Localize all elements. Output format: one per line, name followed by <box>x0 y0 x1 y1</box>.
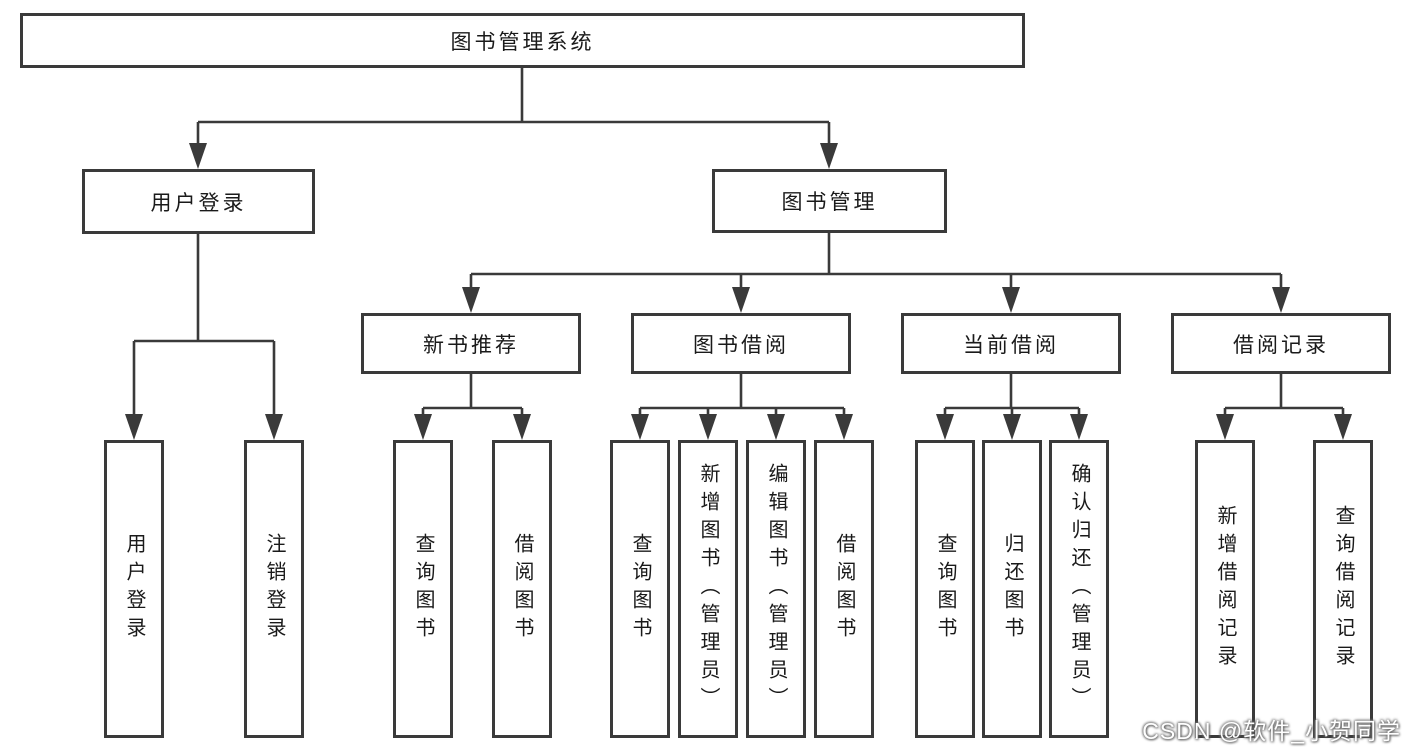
node-label: 当前借阅 <box>963 333 1059 357</box>
connector-borrow-to-leaves <box>638 374 846 415</box>
connector-current-to-leaves <box>943 374 1081 415</box>
arrow-down-icon <box>414 414 432 440</box>
leaf-records-query-borrow-record: 查询借阅记录 <box>1313 440 1373 738</box>
node-label: 图书管理 <box>781 191 878 214</box>
node-label: 注销登录 <box>263 533 285 645</box>
node-label: 用户登录 <box>123 533 145 645</box>
leaf-records-add-borrow-record: 新增借阅记录 <box>1195 440 1255 738</box>
node-book-management: 图书管理 <box>712 169 947 233</box>
leaf-user-login: 用户登录 <box>104 440 164 738</box>
node-label: 图书借阅 <box>693 333 789 357</box>
arrow-down-icon <box>513 414 531 440</box>
node-label: 借阅图书 <box>833 533 855 645</box>
node-current-borrow: 当前借阅 <box>901 313 1121 374</box>
arrow-down-icon <box>1003 414 1021 440</box>
arrow-down-icon <box>265 414 283 440</box>
node-label: 借阅图书 <box>511 533 533 645</box>
node-label: 查询图书 <box>629 533 651 645</box>
node-label: 归还图书 <box>1001 533 1023 645</box>
arrow-down-icon <box>820 143 838 169</box>
node-label: 确认归还（管理员） <box>1068 463 1090 715</box>
leaf-borrow-add-book-admin: 新增图书（管理员） <box>678 440 738 738</box>
leaf-borrow-borrow-book: 借阅图书 <box>814 440 874 738</box>
node-label: 图书管理系统 <box>450 30 595 54</box>
arrow-down-icon <box>1272 287 1290 313</box>
arrow-down-icon <box>462 287 480 313</box>
node-borrow-records: 借阅记录 <box>1171 313 1391 374</box>
node-label: 新增借阅记录 <box>1214 505 1236 673</box>
arrow-down-icon <box>732 287 750 313</box>
leaf-recommend-borrow-book: 借阅图书 <box>492 440 552 738</box>
arrow-down-icon <box>1070 414 1088 440</box>
arrow-down-icon <box>767 414 785 440</box>
leaf-borrow-edit-book-admin: 编辑图书（管理员） <box>746 440 806 738</box>
node-user-login: 用户登录 <box>82 169 315 234</box>
node-label: 借阅记录 <box>1233 333 1329 357</box>
connector-root-to-level2 <box>196 68 831 144</box>
arrow-down-icon <box>936 414 954 440</box>
leaf-current-confirm-return-admin: 确认归还（管理员） <box>1049 440 1109 738</box>
node-label: 查询图书 <box>934 533 956 645</box>
node-label: 编辑图书（管理员） <box>765 463 787 715</box>
arrow-down-icon <box>125 414 143 440</box>
connector-userlogin-to-leaves <box>132 234 276 415</box>
arrow-down-icon <box>189 143 207 169</box>
connector-records-to-leaves <box>1223 374 1345 415</box>
leaf-current-query-book: 查询图书 <box>915 440 975 738</box>
leaf-recommend-query-book: 查询图书 <box>393 440 453 738</box>
csdn-watermark: CSDN @软件_小贺同学 <box>1142 718 1401 744</box>
arrow-down-icon <box>1216 414 1234 440</box>
arrow-down-icon <box>835 414 853 440</box>
node-new-book-recommend: 新书推荐 <box>361 313 581 374</box>
leaf-borrow-query-book: 查询图书 <box>610 440 670 738</box>
connector-bookmgmt-to-level3 <box>469 233 1283 288</box>
node-label: 新书推荐 <box>423 333 519 357</box>
leaf-current-return-book: 归还图书 <box>982 440 1042 738</box>
arrow-down-icon <box>1002 287 1020 313</box>
connector-recommend-to-leaves <box>421 374 524 415</box>
node-label: 查询图书 <box>412 533 434 645</box>
arrow-down-icon <box>1334 414 1352 440</box>
arrow-down-icon <box>699 414 717 440</box>
node-root-library-system: 图书管理系统 <box>20 13 1025 68</box>
leaf-logout-login: 注销登录 <box>244 440 304 738</box>
node-book-borrow: 图书借阅 <box>631 313 851 374</box>
node-label: 查询借阅记录 <box>1332 505 1354 673</box>
node-label: 新增图书（管理员） <box>697 463 719 715</box>
node-label: 用户登录 <box>150 191 247 215</box>
arrow-down-icon <box>631 414 649 440</box>
